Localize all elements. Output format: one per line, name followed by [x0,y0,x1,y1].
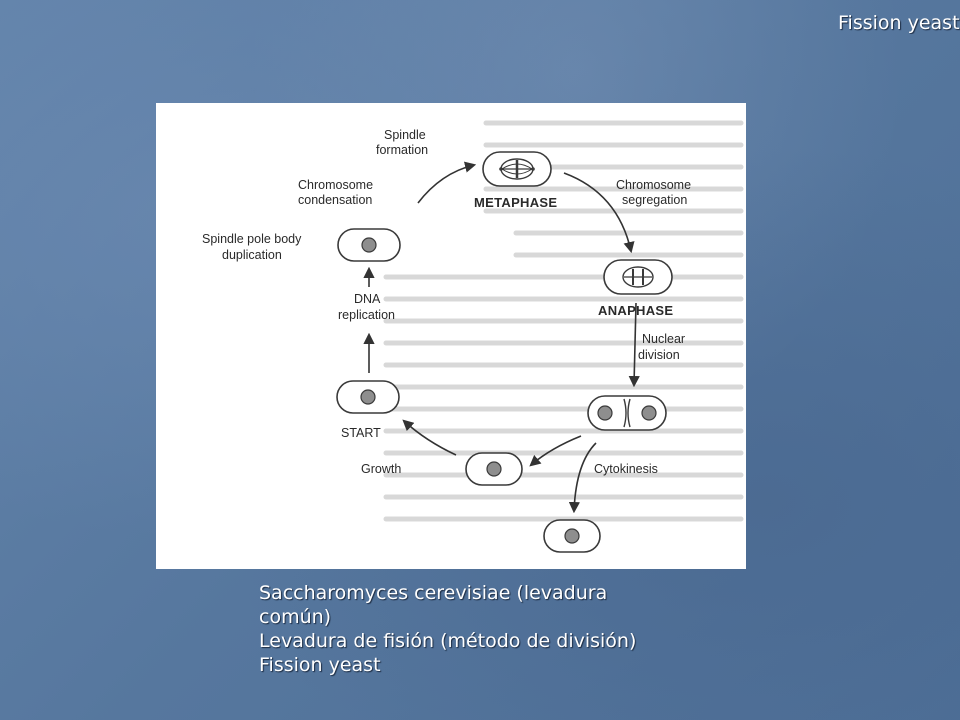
metaphase-cell [482,151,552,187]
arrow-division-to-right [568,442,597,514]
label-nuclear-division-1: Nuclear [642,332,685,346]
label-chromosome-condensation-1: Chromosome [298,178,373,192]
label-metaphase: METAPHASE [474,195,557,210]
caption-line-1: Saccharomyces cerevisiae (levadura [259,582,608,604]
daughter-cell-right [543,519,601,553]
cell-cycle-diagram: Spindle formation Chromosome condensatio… [202,120,744,553]
spindle-pole-cell [337,228,401,262]
caption-line-2: común) [259,606,332,628]
label-cytokinesis: Cytokinesis [594,462,658,476]
arrow-division-to-growth [529,435,582,467]
slide-corner-title: Fission yeast [838,12,960,34]
arrow-condensation-to-metaphase [417,161,477,204]
scan-bleed-through [383,120,744,522]
label-chromosome-segregation-2: segregation [622,193,687,207]
start-cell [336,380,400,414]
label-spindle-formation-1: Spindle [384,128,426,142]
label-growth: Growth [361,462,401,476]
caption-line-3: Levadura de fisión (método de división) [259,630,637,652]
arrow-metaphase-to-anaphase [563,172,635,254]
slide-caption: Saccharomyces cerevisiae (levadura común… [259,581,729,677]
label-chromosome-condensation-2: condensation [298,193,372,207]
label-dna-replication-2: replication [338,308,395,322]
label-nuclear-division-2: division [638,348,680,362]
cycle-arrows [363,161,640,514]
label-spindle-pole-body-2: duplication [222,248,282,262]
anaphase-cell [603,259,673,295]
caption-line-4: Fission yeast [259,654,381,676]
dividing-cell [587,395,667,431]
label-spindle-formation-2: formation [376,143,428,157]
cell-cycle-figure: Spindle formation Chromosome condensatio… [156,103,746,569]
arrow-anaphase-to-division [628,302,640,388]
label-anaphase: ANAPHASE [598,303,673,318]
daughter-cell-growth [465,452,523,486]
arrow-growth-to-start [402,419,457,456]
label-start: START [341,426,381,440]
label-dna-replication-1: DNA [354,292,381,306]
label-spindle-pole-body-1: Spindle pole body [202,232,302,246]
label-chromosome-segregation-1: Chromosome [616,178,691,192]
